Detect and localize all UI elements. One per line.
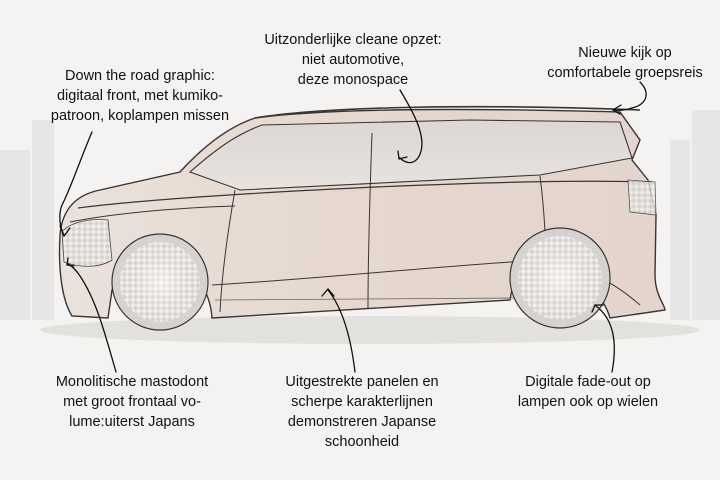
beltline [77,180,653,209]
annotation-line: met groot frontaal vo- [63,394,201,410]
annotation-clean-design: Uitzonderlijke cleane opzet: niet automo… [258,30,448,90]
annotation-line: Digitale fade-out op [525,374,651,390]
annotation-line: deze monospace [297,72,409,88]
arrow-fade-out [595,305,615,373]
ground-shadow [40,316,700,344]
annotation-line: comfortabele groepsreis [547,65,703,81]
annotation-line: schoonheid [324,434,400,450]
kumiko-front-panel [61,219,113,267]
arrow-monolithic [67,263,117,373]
background-skyline [0,110,720,320]
arrowhead-fade-out [591,304,604,313]
rear-wheel [509,227,611,329]
arrowhead-group-travel [611,104,622,115]
annotation-fade-out: Digitale fade-out op lampen ook op wiele… [488,372,688,412]
arrowhead-clean-design [397,150,408,160]
van-greenhouse [188,119,633,191]
annotation-line: Monolitische mastodont [55,374,209,390]
arrowhead-panels [321,288,335,297]
arrowhead-front-graphic [59,225,71,238]
annotation-line: patroon, koplampen missen [50,108,230,124]
annotation-line: Uitzonderlijke cleane opzet: [264,32,442,48]
annotation-line: Uitgestrekte panelen en [285,374,439,390]
annotation-group-travel: Nieuwe kijk op comfortabele groepsreis [540,43,710,83]
annotation-monolithic: Monolitische mastodont met groot frontaa… [32,372,232,432]
door-line-middle [367,132,373,309]
hood-line [69,205,236,223]
annotation-line: scherpe karakterlijnen [291,394,433,410]
arrow-panels [327,289,356,373]
annotation-line: digitaal front, met kumiko- [56,88,223,104]
annotation-front-graphic: Down the road graphic: digitaal front, m… [40,66,240,126]
arrow-group-travel [613,81,647,112]
annotation-arrows [59,81,647,373]
annotation-line: lampen ook op wielen [517,394,659,410]
door-line-front [219,189,236,313]
annotation-line: demonstreren Japanse [287,414,437,430]
annotation-panels: Uitgestrekte panelen en scherpe karakter… [262,372,462,452]
annotation-line: niet automotive, [301,52,405,68]
arrowhead-monolithic [66,257,75,267]
annotation-line: Down the road graphic: [65,68,215,84]
annotation-line: lume:uiterst Japans [69,414,195,430]
roof-spoiler [254,105,641,119]
front-wheel [111,233,209,331]
annotation-line: Nieuwe kijk op [578,45,672,61]
sill-line [214,297,516,301]
arrow-clean-design [399,89,423,164]
rear-lamp-pattern [627,179,657,216]
